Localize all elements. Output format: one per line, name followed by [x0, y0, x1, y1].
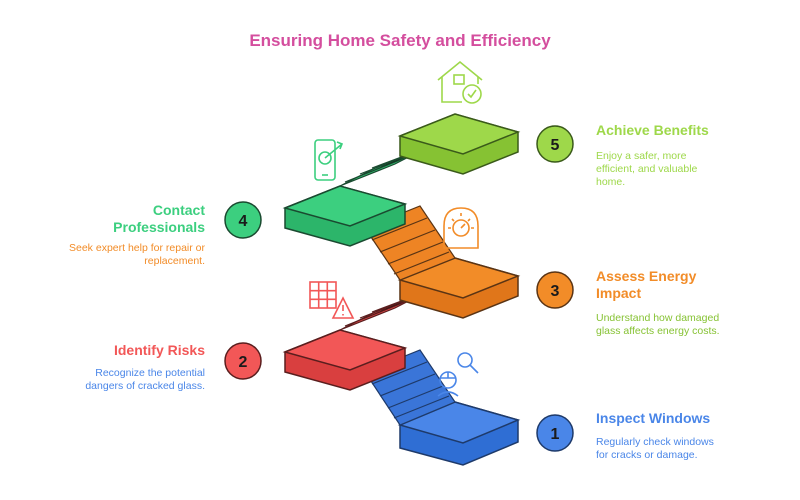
- energy-meter-icon: [443, 207, 479, 249]
- step-2-number: 2: [239, 354, 248, 371]
- home-check-icon: [437, 60, 483, 104]
- step-5-badge: 5: [536, 125, 574, 163]
- step-1-badge: 1: [536, 414, 574, 452]
- step-1-number: 1: [551, 426, 560, 443]
- step-3-title: Assess Energy Impact: [596, 268, 697, 301]
- step-3-badge: 3: [536, 271, 574, 309]
- platform-2: [282, 289, 431, 391]
- platform-4: [282, 145, 431, 247]
- step-4-title: Contact Professionals: [113, 202, 205, 235]
- step-5-description: Enjoy a safer, more efficient, and valua…: [596, 150, 698, 188]
- platform-5: [397, 113, 521, 175]
- step-5-number: 5: [551, 137, 560, 154]
- step-3-description: Understand how damaged glass affects ene…: [596, 312, 720, 337]
- step-3-number: 3: [551, 283, 560, 300]
- worker-search-icon: [437, 352, 479, 397]
- step-2-title: Identify Risks: [113, 342, 205, 358]
- step-4-badge: 4: [224, 201, 262, 239]
- step-2-description: Recognize the potential dangers of crack…: [85, 367, 205, 392]
- step-2-badge: 2: [224, 342, 262, 380]
- step-4-number: 4: [239, 213, 248, 230]
- step-1-description: Regularly check windows for cracks or da…: [596, 436, 714, 461]
- step-5-title: Achieve Benefits: [596, 122, 709, 138]
- step-4-description: Seek expert help for repair or replaceme…: [69, 242, 205, 267]
- phone-target-icon: [314, 139, 344, 181]
- diagram-title: Ensuring Home Safety and Efficiency: [249, 31, 551, 50]
- window-warning-icon: [309, 281, 355, 319]
- step-1-title: Inspect Windows: [596, 410, 711, 426]
